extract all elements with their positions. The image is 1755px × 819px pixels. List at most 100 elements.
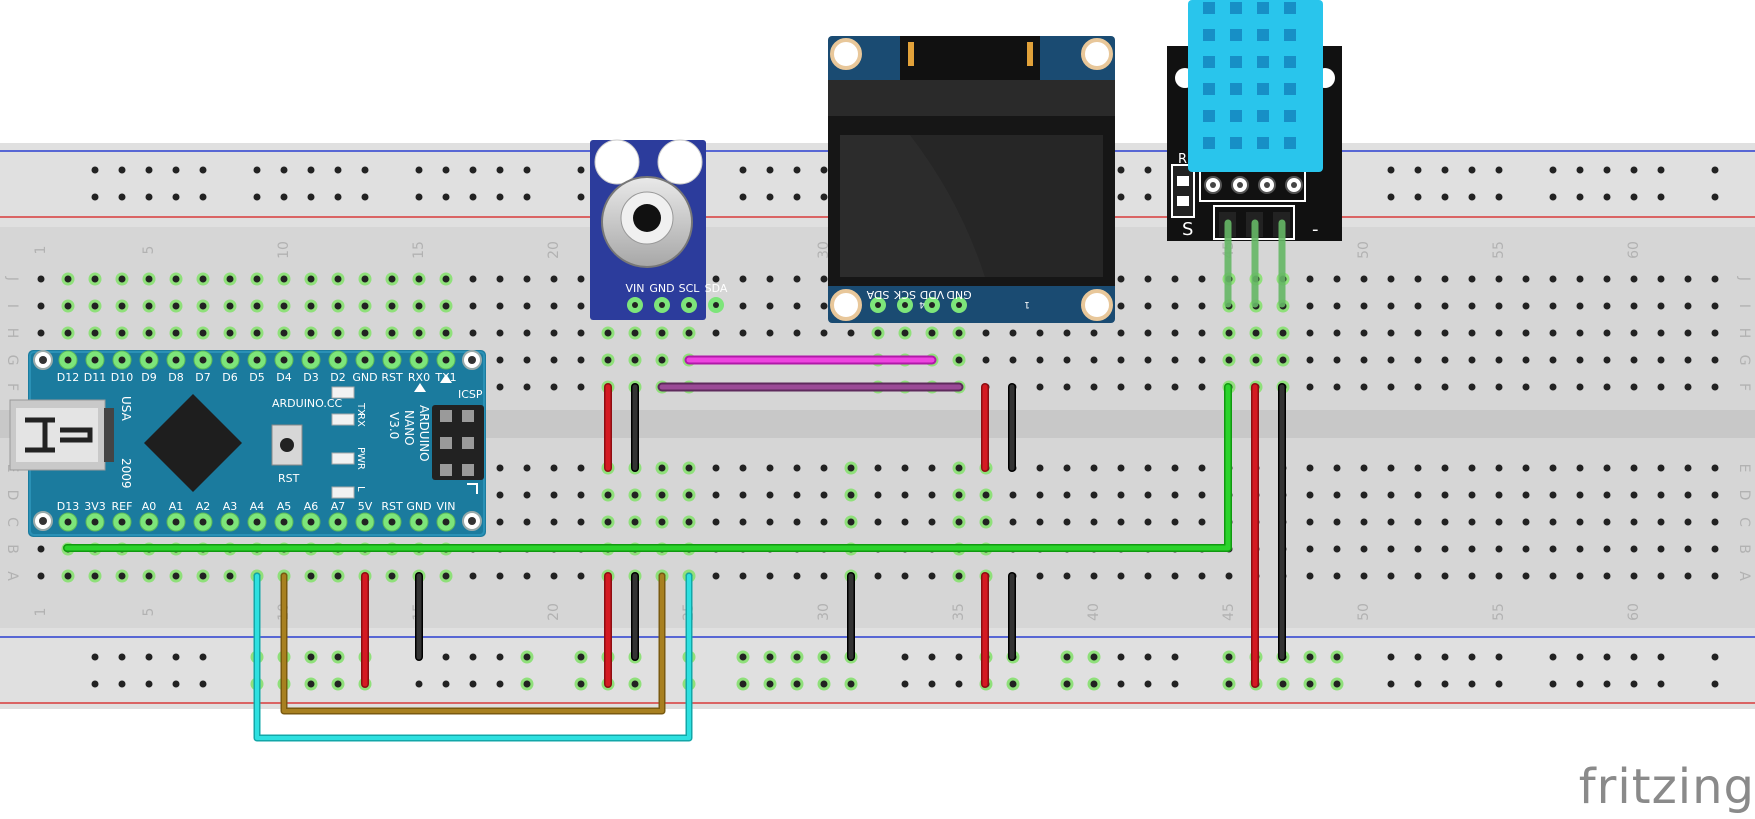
- breadboard-hole[interactable]: [1603, 545, 1611, 553]
- rail-hole[interactable]: [1549, 193, 1557, 201]
- breadboard-hole[interactable]: [1576, 491, 1584, 499]
- dht11-sensor-module[interactable]: R1 S -: [1167, 0, 1342, 308]
- rail-hole[interactable]: [307, 653, 315, 661]
- breadboard-hole[interactable]: [1360, 545, 1368, 553]
- breadboard-hole[interactable]: [1441, 275, 1449, 283]
- breadboard-hole[interactable]: [1522, 383, 1530, 391]
- breadboard-hole[interactable]: [604, 518, 612, 526]
- rail-hole[interactable]: [1630, 680, 1638, 688]
- breadboard-hole[interactable]: [1387, 572, 1395, 580]
- rail-hole[interactable]: [820, 166, 828, 174]
- rail-hole[interactable]: [766, 166, 774, 174]
- breadboard-hole[interactable]: [388, 302, 396, 310]
- rail-hole[interactable]: [739, 166, 747, 174]
- breadboard-hole[interactable]: [766, 491, 774, 499]
- rail-hole[interactable]: [496, 193, 504, 201]
- breadboard-hole[interactable]: [523, 491, 531, 499]
- rail-hole[interactable]: [361, 193, 369, 201]
- breadboard-hole[interactable]: [1495, 491, 1503, 499]
- rail-hole[interactable]: [1711, 166, 1719, 174]
- rail-hole[interactable]: [793, 193, 801, 201]
- breadboard-hole[interactable]: [820, 275, 828, 283]
- breadboard-hole[interactable]: [64, 329, 72, 337]
- rail-hole[interactable]: [577, 680, 585, 688]
- rail-hole[interactable]: [1468, 193, 1476, 201]
- rail-hole[interactable]: [253, 193, 261, 201]
- rail-hole[interactable]: [766, 193, 774, 201]
- breadboard-hole[interactable]: [1630, 275, 1638, 283]
- breadboard-hole[interactable]: [1603, 518, 1611, 526]
- breadboard-hole[interactable]: [1414, 518, 1422, 526]
- rail-hole[interactable]: [1657, 653, 1665, 661]
- breadboard-hole[interactable]: [496, 518, 504, 526]
- breadboard-hole[interactable]: [1630, 302, 1638, 310]
- rail-hole[interactable]: [793, 653, 801, 661]
- breadboard-hole[interactable]: [118, 572, 126, 580]
- breadboard-hole[interactable]: [928, 464, 936, 472]
- breadboard-hole[interactable]: [1468, 329, 1476, 337]
- breadboard-hole[interactable]: [793, 572, 801, 580]
- breadboard-hole[interactable]: [901, 329, 909, 337]
- rail-hole[interactable]: [1495, 653, 1503, 661]
- breadboard-hole[interactable]: [1630, 383, 1638, 391]
- breadboard-hole[interactable]: [118, 275, 126, 283]
- breadboard-hole[interactable]: [793, 518, 801, 526]
- breadboard-hole[interactable]: [1360, 491, 1368, 499]
- breadboard-hole[interactable]: [388, 275, 396, 283]
- rail-hole[interactable]: [1117, 653, 1125, 661]
- breadboard-hole[interactable]: [280, 275, 288, 283]
- breadboard-hole[interactable]: [793, 302, 801, 310]
- rail-hole[interactable]: [118, 193, 126, 201]
- breadboard-hole[interactable]: [1441, 464, 1449, 472]
- breadboard-hole[interactable]: [1144, 329, 1152, 337]
- breadboard-hole[interactable]: [1711, 545, 1719, 553]
- breadboard-hole[interactable]: [1090, 356, 1098, 364]
- breadboard-hole[interactable]: [685, 329, 693, 337]
- breadboard-hole[interactable]: [334, 302, 342, 310]
- breadboard-hole[interactable]: [361, 275, 369, 283]
- breadboard-hole[interactable]: [307, 572, 315, 580]
- breadboard-hole[interactable]: [1549, 491, 1557, 499]
- breadboard-hole[interactable]: [1657, 329, 1665, 337]
- breadboard-hole[interactable]: [955, 572, 963, 580]
- breadboard-hole[interactable]: [685, 518, 693, 526]
- breadboard-hole[interactable]: [1522, 302, 1530, 310]
- breadboard-hole[interactable]: [847, 329, 855, 337]
- breadboard-hole[interactable]: [820, 329, 828, 337]
- breadboard-hole[interactable]: [820, 302, 828, 310]
- breadboard-hole[interactable]: [712, 572, 720, 580]
- breadboard-hole[interactable]: [1198, 302, 1206, 310]
- rail-hole[interactable]: [1144, 653, 1152, 661]
- breadboard-hole[interactable]: [1144, 572, 1152, 580]
- breadboard-hole[interactable]: [658, 356, 666, 364]
- breadboard-hole[interactable]: [1549, 518, 1557, 526]
- breadboard-hole[interactable]: [766, 329, 774, 337]
- rail-hole[interactable]: [1171, 653, 1179, 661]
- breadboard-hole[interactable]: [955, 464, 963, 472]
- breadboard-hole[interactable]: [1387, 275, 1395, 283]
- breadboard-hole[interactable]: [1711, 491, 1719, 499]
- breadboard-hole[interactable]: [1171, 356, 1179, 364]
- breadboard-hole[interactable]: [550, 302, 558, 310]
- breadboard-hole[interactable]: [1468, 491, 1476, 499]
- breadboard-hole[interactable]: [766, 572, 774, 580]
- breadboard-hole[interactable]: [1468, 518, 1476, 526]
- breadboard-hole[interactable]: [1198, 518, 1206, 526]
- breadboard-hole[interactable]: [1387, 518, 1395, 526]
- rail-hole[interactable]: [1711, 193, 1719, 201]
- rail-hole[interactable]: [1495, 166, 1503, 174]
- breadboard-hole[interactable]: [1603, 572, 1611, 580]
- breadboard-hole[interactable]: [172, 302, 180, 310]
- rail-hole[interactable]: [577, 166, 585, 174]
- breadboard-hole[interactable]: [1279, 356, 1287, 364]
- breadboard-hole[interactable]: [1711, 518, 1719, 526]
- breadboard-hole[interactable]: [496, 275, 504, 283]
- rail-hole[interactable]: [442, 193, 450, 201]
- breadboard-hole[interactable]: [793, 491, 801, 499]
- rail-hole[interactable]: [469, 193, 477, 201]
- breadboard-hole[interactable]: [1090, 383, 1098, 391]
- rail-hole[interactable]: [1549, 166, 1557, 174]
- breadboard-hole[interactable]: [1549, 356, 1557, 364]
- rail-hole[interactable]: [928, 680, 936, 688]
- breadboard-hole[interactable]: [1441, 545, 1449, 553]
